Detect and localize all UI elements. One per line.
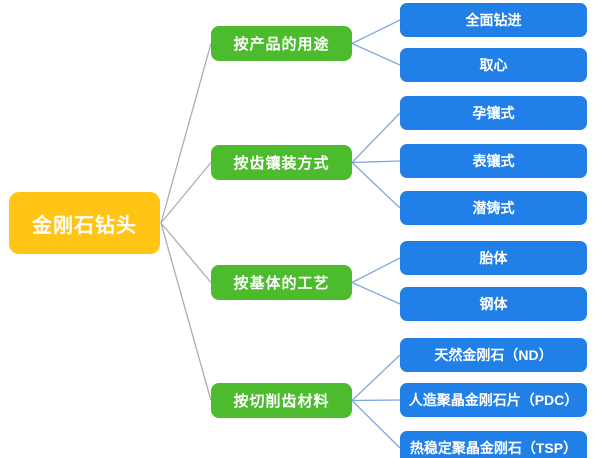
leaf-node[interactable]: 孕镶式 [400,96,587,130]
leaf-node[interactable]: 潜铸式 [400,191,587,225]
leaf-node[interactable]: 钢体 [400,287,587,321]
branch-node[interactable]: 按齿镶装方式 [211,145,352,180]
leaf-node[interactable]: 取心 [400,48,587,82]
branch-node[interactable]: 按产品的用途 [211,26,352,61]
branch-node[interactable]: 按基体的工艺 [211,265,352,300]
leaf-node[interactable]: 热稳定聚晶金刚石（TSP） [400,431,587,458]
leaf-node[interactable]: 表镶式 [400,144,587,178]
branch-node[interactable]: 按切削齿材料 [211,383,352,418]
leaf-node[interactable]: 胎体 [400,241,587,275]
root-node[interactable]: 金刚石钻头 [9,192,160,254]
leaf-node[interactable]: 全面钻进 [400,3,587,37]
leaf-node[interactable]: 天然金刚石（ND） [400,338,587,372]
leaf-node[interactable]: 人造聚晶金刚石片（PDC） [400,383,587,417]
